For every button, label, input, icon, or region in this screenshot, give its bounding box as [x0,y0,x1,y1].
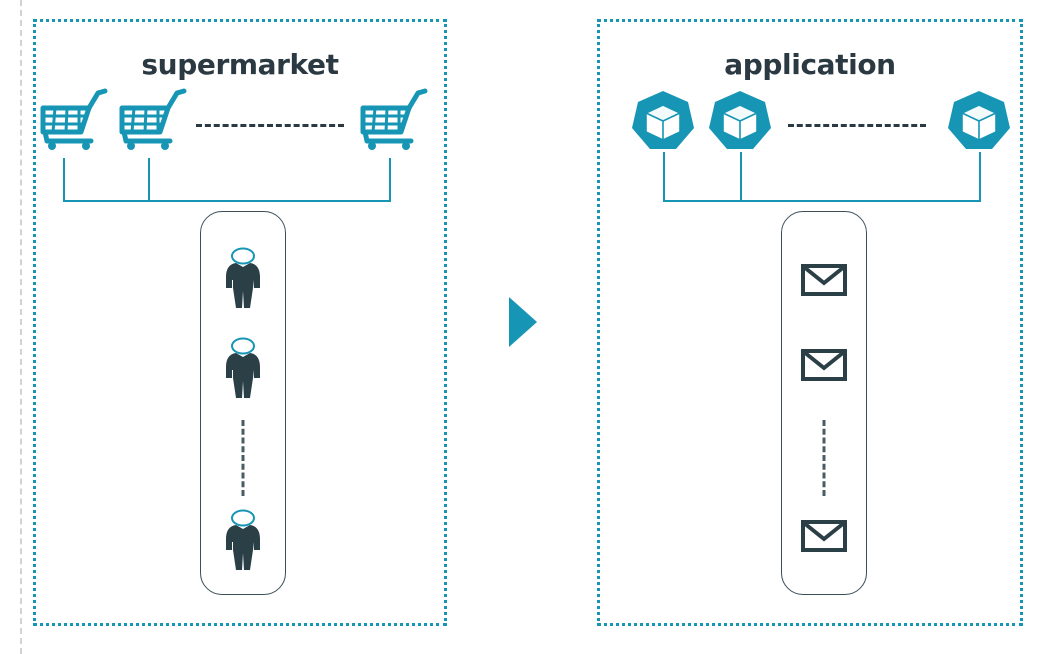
kubernetes-pod-icon-1 [629,90,697,152]
panel-application: application [597,19,1023,626]
envelope-icon-1 [801,264,847,296]
page-title-application: application [724,48,896,81]
kubernetes-pod-icon-2 [706,90,774,152]
producers-row-ellipsis-supermarket [196,124,344,127]
queue-ellipsis-supermarket [241,420,245,496]
shopping-cart-icon-1 [38,88,110,150]
play-triangle-right-icon [509,297,537,347]
checkout-queue [200,211,286,595]
wire-pod-2 [740,152,742,202]
wire-pod-1 [663,152,665,202]
panel-supermarket: supermarket [33,19,447,626]
person-icon-1 [221,247,265,309]
page-title-supermarket: supermarket [141,48,339,81]
wire-cart-2 [148,158,150,202]
queue-ellipsis-application [822,420,826,496]
kubernetes-pod-icon-n [945,90,1013,152]
person-icon-2 [221,337,265,399]
wire-pod-n [979,152,981,202]
shopping-cart-icon-n [358,88,430,150]
wire-bus-application [663,200,981,202]
slide-guide-line [20,0,22,654]
producers-row-ellipsis-application [788,124,926,127]
envelope-icon-2 [801,349,847,381]
message-queue [781,211,867,595]
wire-bus-supermarket [63,200,391,202]
shopping-cart-icon-2 [117,88,189,150]
wire-cart-1 [63,158,65,202]
envelope-icon-n [801,520,847,552]
person-icon-n [221,509,265,571]
wire-cart-n [389,158,391,202]
